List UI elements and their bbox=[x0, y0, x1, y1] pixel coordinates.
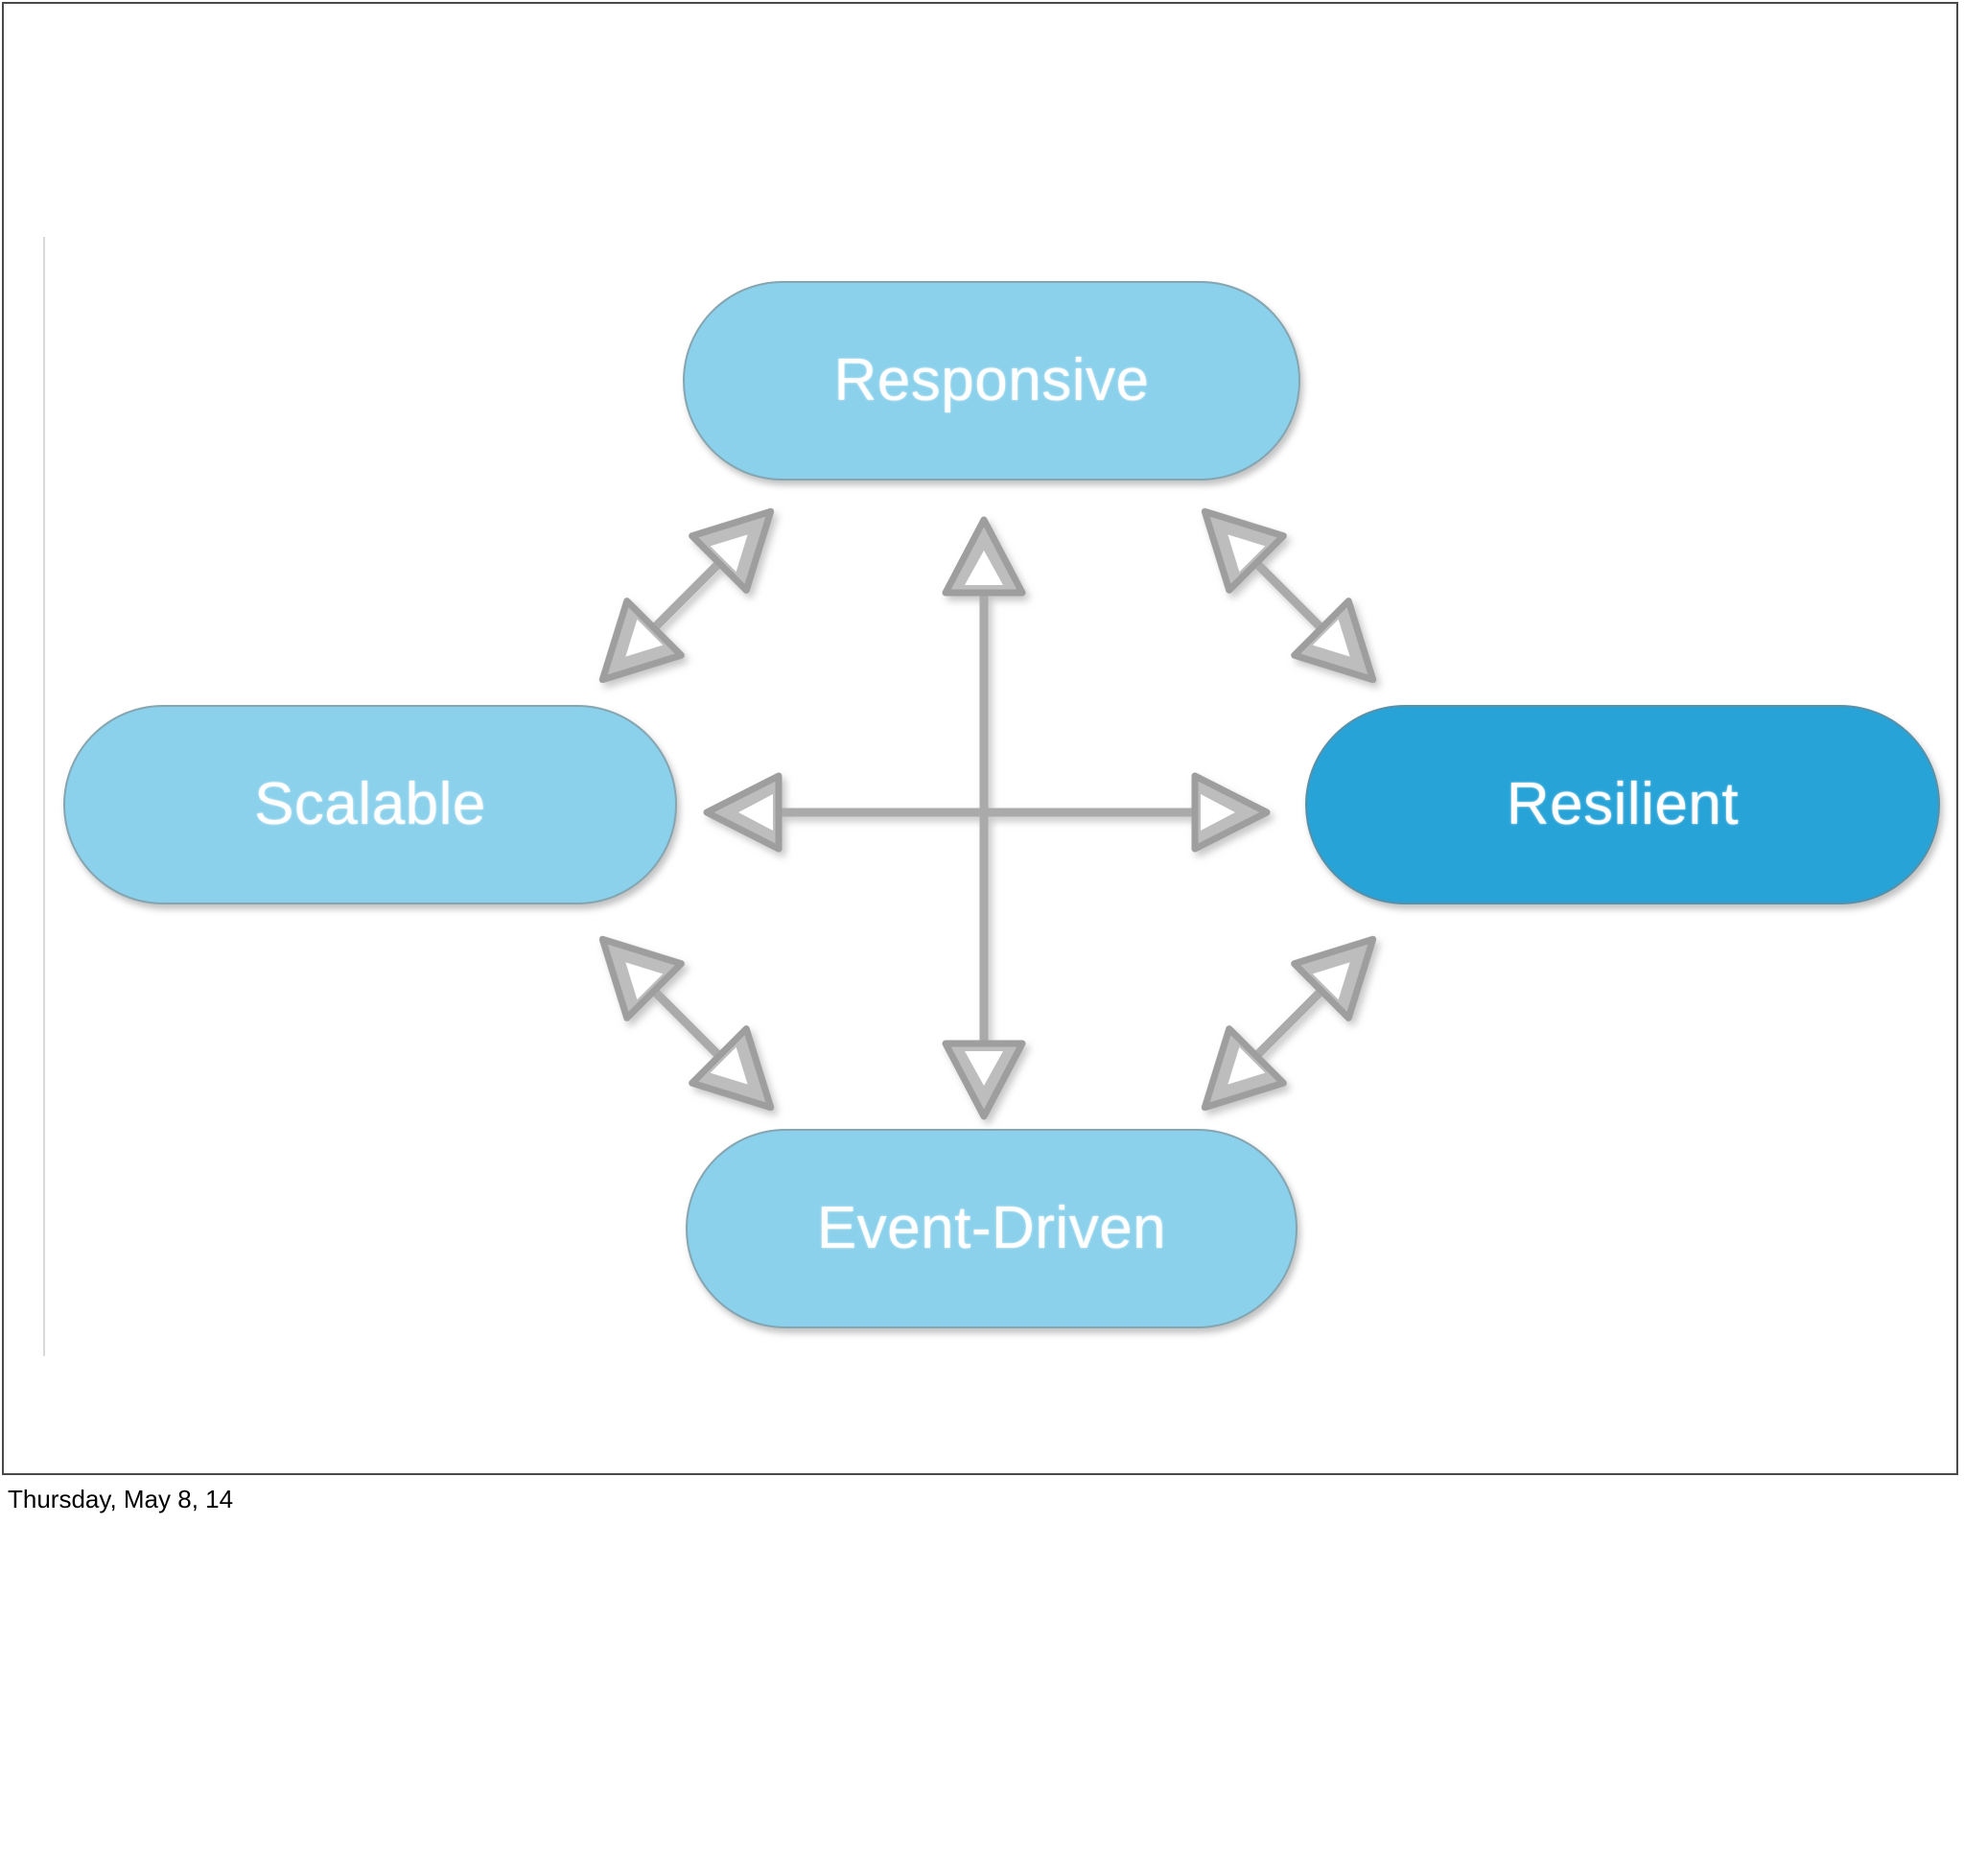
node-responsive-label: Responsive bbox=[833, 347, 1150, 413]
node-scalable[interactable]: Scalable bbox=[63, 705, 677, 904]
slide-footer-date: Thursday, May 8, 14 bbox=[8, 1485, 234, 1513]
slide-frame: Responsive Scalable Resilient Event-Driv… bbox=[2, 2, 1958, 1475]
connector-scalable-responsive bbox=[598, 507, 775, 684]
content-guide-line bbox=[43, 237, 45, 1356]
connector-scalable-resilient bbox=[703, 772, 1271, 853]
connector-event-driven-resilient bbox=[1201, 935, 1377, 1112]
node-responsive[interactable]: Responsive bbox=[683, 281, 1300, 481]
node-event-driven[interactable]: Event-Driven bbox=[686, 1129, 1298, 1328]
node-scalable-label: Scalable bbox=[254, 771, 486, 837]
connector-responsive-resilient bbox=[1201, 507, 1377, 684]
node-resilient[interactable]: Resilient bbox=[1305, 705, 1940, 904]
connector-responsive-event-driven bbox=[942, 516, 1026, 1120]
connector-scalable-event-driven bbox=[598, 935, 775, 1112]
node-event-driven-label: Event-Driven bbox=[816, 1195, 1167, 1261]
node-resilient-label: Resilient bbox=[1506, 771, 1740, 837]
